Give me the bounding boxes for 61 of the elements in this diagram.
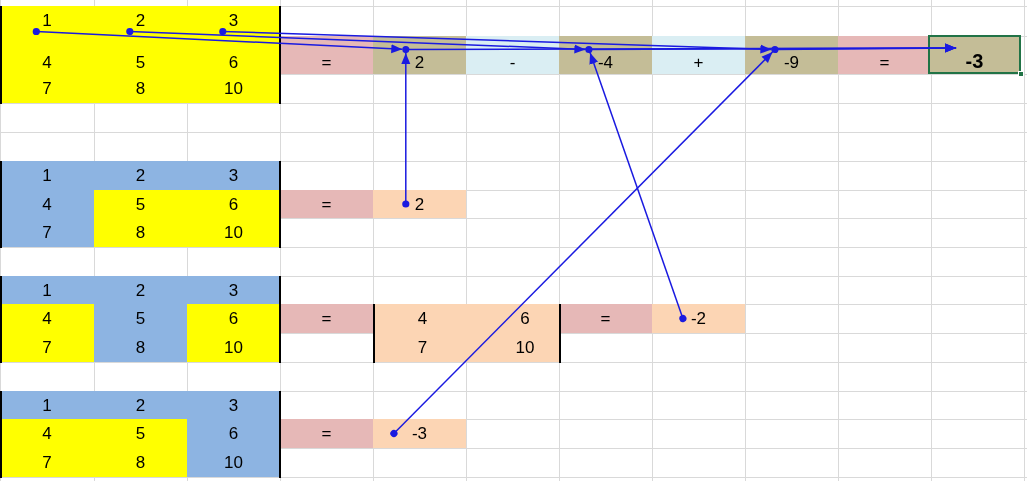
matrix-entry: 3 — [228, 396, 239, 414]
minor-value: -3 — [411, 425, 428, 442]
trace-arrow — [401, 52, 411, 208]
matrix-entry: 5 — [135, 425, 146, 442]
matrix-entry: 5 — [135, 310, 146, 327]
trace-arrow — [390, 51, 774, 438]
minor-value: 2 — [414, 195, 425, 213]
equals-sign: = — [600, 310, 611, 327]
term-value: -4 — [597, 53, 614, 71]
matrix-entry: 6 — [520, 310, 530, 327]
matrix-entry: 1 — [42, 11, 52, 29]
matrix-entry: 4 — [417, 310, 428, 327]
equals-sign: = — [879, 53, 890, 71]
matrix-entry: 2 — [135, 281, 146, 299]
matrix-entry: 10 — [224, 80, 243, 97]
matrix-entry: 1 — [42, 167, 52, 184]
matrix-entry: 2 — [135, 167, 146, 184]
equals-sign: = — [321, 53, 332, 71]
matrix-entry: 7 — [417, 339, 428, 356]
equals-sign: = — [321, 425, 332, 442]
matrix-entry: 8 — [135, 454, 146, 471]
matrix-entry: 2 — [135, 396, 146, 414]
matrix-entry: 8 — [135, 224, 146, 241]
minor-value: -2 — [690, 310, 707, 327]
matrix-entry: 4 — [42, 425, 52, 442]
matrix-entry: 8 — [135, 80, 146, 97]
equals-sign: = — [321, 195, 332, 213]
matrix-entry: 3 — [228, 167, 239, 184]
trace-arrow — [771, 43, 957, 54]
matrix-entry: 3 — [228, 11, 239, 29]
matrix-entry: 4 — [42, 53, 52, 71]
matrix-entry: 3 — [228, 281, 239, 299]
term-value: -9 — [783, 53, 800, 71]
matrix-entry: 4 — [42, 310, 52, 327]
operator-sign: - — [509, 53, 516, 71]
matrix-entry: 5 — [135, 53, 146, 71]
trace-arrow — [219, 27, 773, 54]
matrix-entry: 7 — [42, 80, 52, 97]
matrix-entry: 10 — [515, 339, 535, 356]
matrix-entry: 2 — [135, 11, 146, 29]
matrix-entry: 7 — [42, 224, 52, 241]
matrix-entry: 1 — [42, 281, 52, 299]
matrix-entry: 7 — [42, 339, 52, 356]
matrix-entry: 6 — [228, 310, 239, 327]
trace-arrow — [32, 27, 404, 54]
matrix-entry: 6 — [228, 425, 239, 442]
equals-sign: = — [321, 310, 332, 327]
matrix-entry: 10 — [224, 224, 243, 241]
matrix-entry: 6 — [228, 53, 239, 71]
matrix-entry: 7 — [42, 454, 52, 471]
matrix-entry: 6 — [228, 195, 239, 213]
operator-sign: + — [693, 53, 704, 71]
term-value: 2 — [414, 53, 425, 71]
matrix-entry: 8 — [135, 339, 146, 356]
result-value: -3 — [965, 50, 984, 71]
trace-arrow — [589, 52, 687, 323]
matrix-entry: 10 — [224, 339, 243, 356]
matrix-entry: 1 — [42, 396, 52, 414]
matrix-entry: 5 — [135, 195, 146, 213]
matrix-entry: 10 — [224, 454, 243, 471]
matrix-entry: 4 — [42, 195, 52, 213]
